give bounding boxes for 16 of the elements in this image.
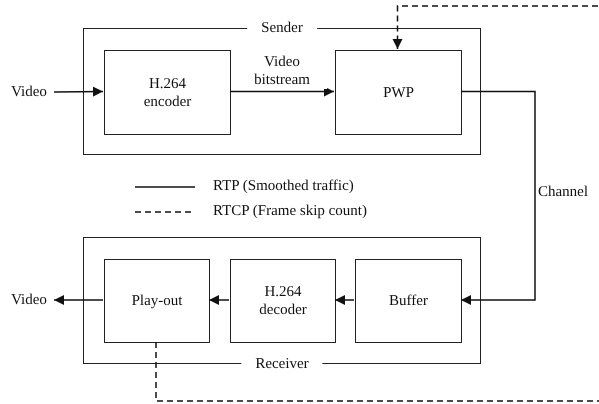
legend-text: RTCP (Frame skip count)	[213, 203, 367, 220]
process-box: Buffer	[355, 259, 462, 343]
process-box: Play-out	[104, 259, 210, 343]
arrow	[155, 5, 599, 402]
arrow	[54, 86, 103, 97]
text-label: Video	[4, 81, 54, 103]
text-label: Video	[4, 289, 54, 311]
arrow	[461, 90, 536, 305]
process-box: H.264 decoder	[230, 259, 336, 343]
arrow	[54, 295, 103, 305]
legend-text: RTP (Smoothed traffic)	[213, 178, 354, 195]
arrow	[230, 86, 334, 96]
process-box: H.264 encoder	[104, 50, 231, 135]
arrow	[209, 295, 229, 305]
process-box: PWP	[335, 50, 462, 135]
arrow	[335, 295, 354, 305]
